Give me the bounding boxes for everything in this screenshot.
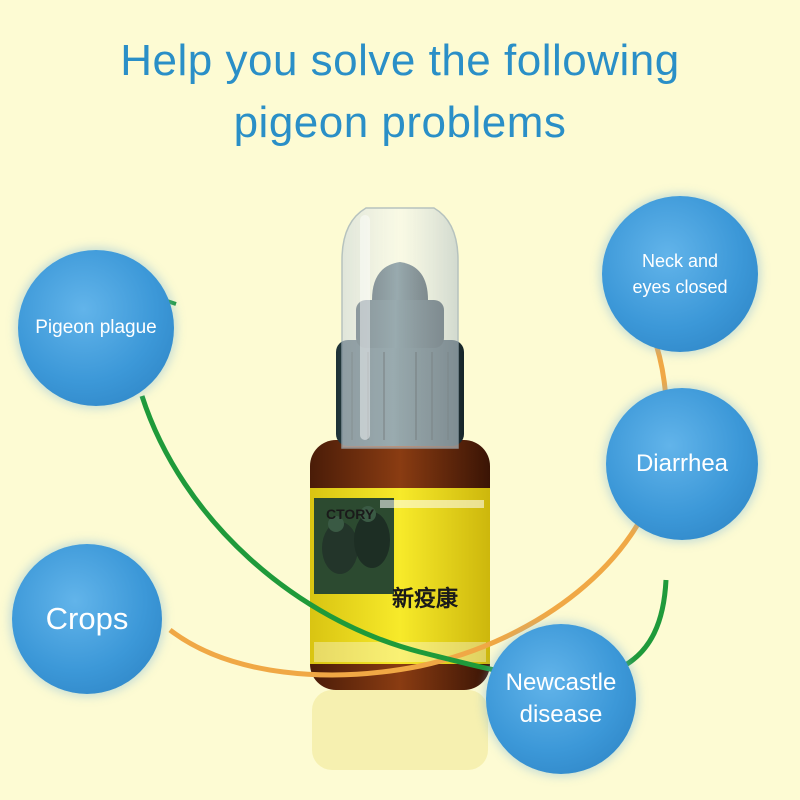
bubble-neck-line-2: eyes closed [632, 277, 728, 297]
bubble-newcastle-disease: Newcastle disease [486, 624, 636, 774]
bubble-diarrhea: Diarrhea [606, 388, 758, 540]
label-chinese-name: 新疫康 [392, 586, 459, 612]
headline-line-1: Help you solve the following [120, 36, 680, 85]
bubble-diarrhea-label: Diarrhea [635, 450, 729, 477]
headline-line-2: pigeon problems [233, 98, 567, 147]
bubble-newcastle-line-2: disease [519, 701, 603, 728]
bottle-reflection [312, 690, 488, 770]
pigeon-right [354, 512, 390, 568]
bubble-neck-line-1: Neck and [641, 251, 719, 271]
label-brand-text: CTORY [326, 506, 375, 522]
green-connector [139, 395, 669, 681]
bubble-crops-label: Crops [45, 601, 129, 636]
headline: Help you solve the following pigeon prob… [0, 30, 800, 154]
bubble-pigeon-plague: Pigeon plague [18, 250, 174, 406]
bubble-newcastle-line-1: Newcastle [505, 669, 617, 696]
bubble-crops: Crops [12, 544, 162, 694]
bottle-cap [341, 207, 459, 449]
bubble-neck-eyes-closed: Neck and eyes closed [602, 196, 758, 352]
pigeon-left [322, 522, 358, 574]
bubble-pigeon-plague-label: Pigeon plague [35, 317, 157, 338]
